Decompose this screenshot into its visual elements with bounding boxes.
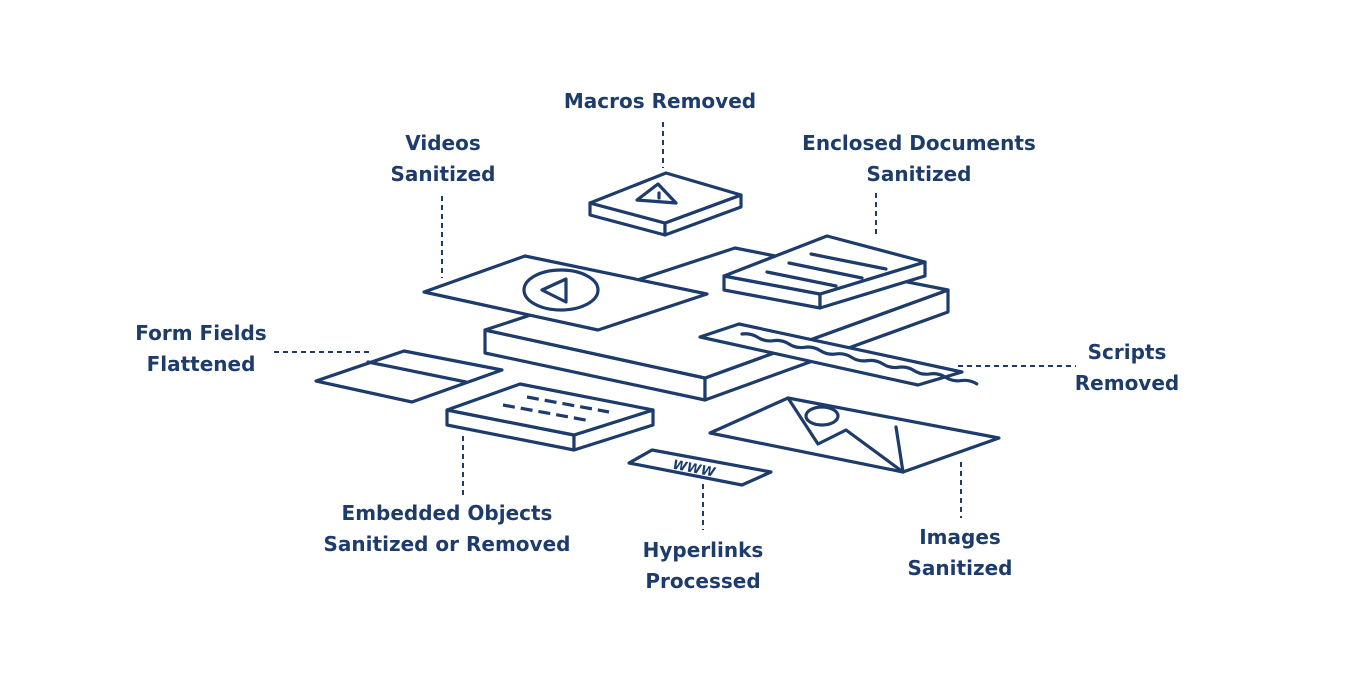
- scripts-strip: [698, 322, 979, 387]
- label-images: Images Sanitized: [907, 525, 1013, 580]
- leader-lines: [274, 122, 1076, 530]
- images-panel: [708, 396, 1001, 474]
- video-circle-icon: [522, 268, 600, 312]
- label-scripts: Scripts Removed: [1074, 340, 1180, 395]
- label-form-fields: Form Fields Flattened: [135, 321, 267, 376]
- macros-block: [588, 171, 743, 237]
- label-embedded: Embedded Objects Sanitized or Removed: [323, 501, 571, 556]
- embedded-block: [445, 382, 655, 452]
- warning-icon: [635, 182, 678, 205]
- hyperlink-badge: WWW: [627, 448, 773, 487]
- enclosed-document: [722, 234, 927, 310]
- form-field: [314, 349, 504, 404]
- video-panel: [422, 254, 709, 332]
- label-enclosed: Enclosed Documents Sanitized: [802, 131, 1036, 186]
- label-videos: Videos Sanitized: [390, 131, 496, 186]
- label-hyperlinks: Hyperlinks Processed: [642, 538, 764, 593]
- sun-icon: [804, 405, 840, 427]
- label-macros: Macros Removed: [563, 89, 757, 113]
- play-icon: [540, 277, 568, 304]
- script-wave-icon: [740, 332, 979, 386]
